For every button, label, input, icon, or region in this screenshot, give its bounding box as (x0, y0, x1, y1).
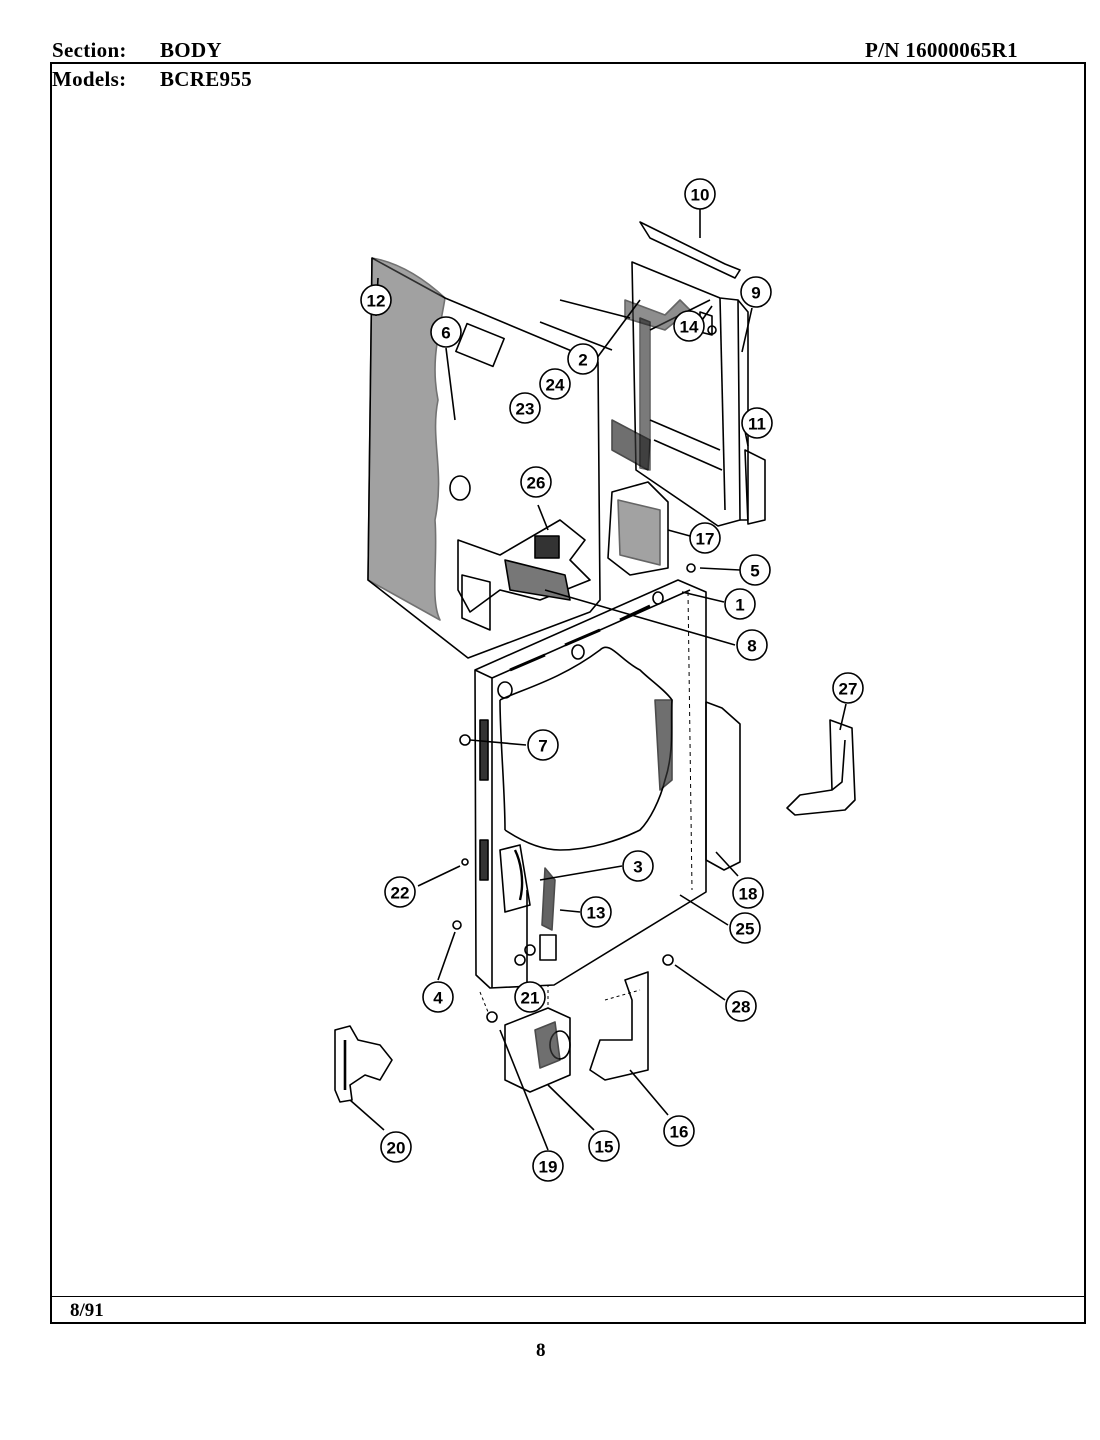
callout-bubbles (360, 178, 864, 1182)
clip-5-drawing (686, 563, 696, 573)
callout-5: 5 (750, 562, 759, 581)
models-label: Models: (52, 67, 127, 91)
callout-11: 11 (748, 415, 766, 434)
callout-14: 14 (680, 318, 699, 337)
callout-18: 18 (739, 885, 758, 904)
callout-3: 3 (633, 858, 642, 877)
callout-27: 27 (839, 680, 858, 699)
callout-2: 2 (578, 351, 587, 370)
side-strip-drawing (705, 701, 741, 871)
callout-16: 16 (670, 1123, 689, 1142)
models-value: BCRE955 (160, 67, 252, 91)
callout-23: 23 (516, 400, 535, 419)
callout-24: 24 (546, 376, 565, 395)
screw-4-drawing (452, 920, 462, 930)
callout-28: 28 (732, 998, 751, 1017)
cabinet-panel-drawing (474, 579, 707, 989)
section-label: Section: (52, 38, 127, 62)
screw-22-drawing (461, 858, 469, 866)
side-panel-drawing (367, 257, 601, 659)
callout-12: 12 (367, 292, 386, 311)
small-bracket-drawing (786, 719, 856, 816)
callout-20: 20 (387, 1139, 406, 1158)
footer-date: 8/91 (70, 1300, 104, 1321)
callout-21: 21 (521, 989, 540, 1008)
callout-6: 6 (441, 324, 450, 343)
section-value: BODY (160, 38, 222, 62)
screw-7-drawing (459, 734, 471, 746)
callout-7: 7 (538, 737, 547, 756)
callout-26: 26 (527, 474, 546, 493)
hinge-bracket-drawing (334, 1025, 393, 1103)
rear-bracket-drawing (611, 221, 766, 527)
motor-assembly-drawing (504, 1007, 571, 1093)
screw-19-drawing (486, 1011, 498, 1023)
callout-8: 8 (747, 637, 756, 656)
callout-25: 25 (736, 920, 755, 939)
footer-rule (50, 1296, 1086, 1297)
callout-17: 17 (696, 530, 715, 549)
callout-10: 10 (691, 186, 710, 205)
callout-19: 19 (539, 1158, 558, 1177)
filter-box-drawing (607, 481, 669, 576)
callout-4: 4 (433, 989, 443, 1008)
callout-9: 9 (751, 284, 760, 303)
diagram-frame (50, 62, 1086, 1324)
callout-1: 1 (735, 596, 744, 615)
callout-15: 15 (595, 1138, 614, 1157)
plug-28-drawing (662, 954, 674, 966)
page-number: 8 (536, 1340, 546, 1361)
cover-bracket-drawing (589, 971, 649, 1081)
part-number: P/N 16000065R1 (865, 38, 1018, 62)
callout-13: 13 (587, 904, 606, 923)
callout-22: 22 (391, 884, 410, 903)
